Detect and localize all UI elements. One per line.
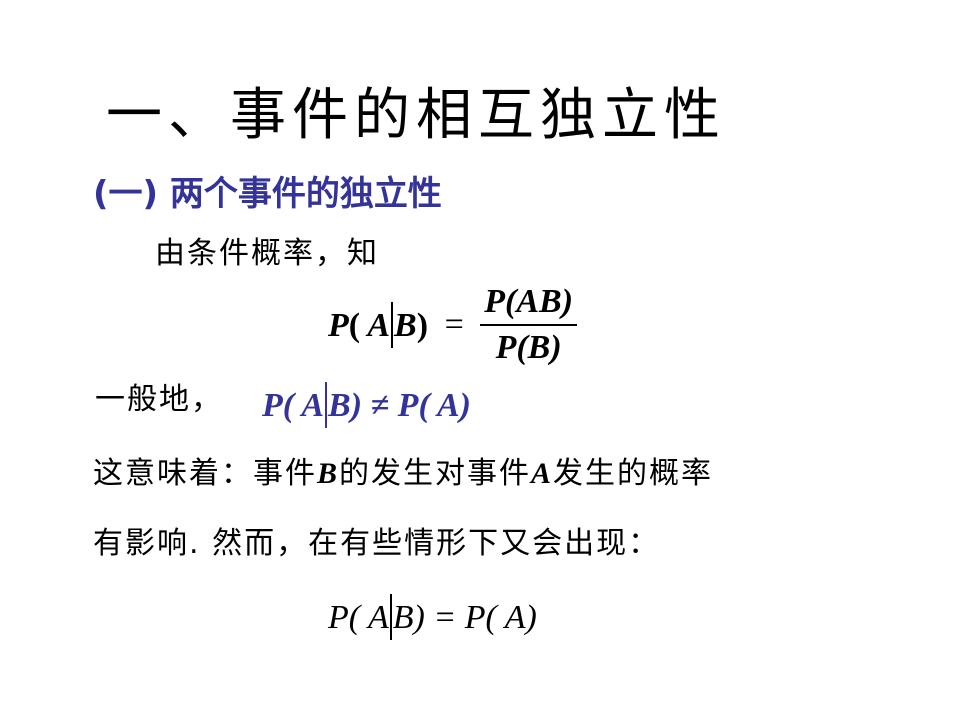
- intro-text: 由条件概率，知: [155, 236, 379, 271]
- fraction-denominator: P(B): [495, 329, 562, 366]
- section-heading: (一) 两个事件的独立性: [93, 174, 442, 214]
- given-bar: [391, 302, 394, 348]
- given-bar: [325, 382, 328, 428]
- given-bar: [389, 594, 392, 640]
- equals-sign: =: [444, 306, 464, 343]
- explanation-line-2: 有影响. 然而，在有些情形下又会出现：: [93, 526, 661, 561]
- slide-title: 一、事件的相互独立性: [106, 83, 726, 148]
- fraction: P(AB) P(B): [480, 282, 578, 368]
- fraction-numerator: P(AB): [480, 282, 578, 326]
- generally-label: 一般地，: [95, 382, 223, 417]
- explanation-line-1: 这意味着：事件B的发生对事件A发生的概率: [93, 456, 714, 491]
